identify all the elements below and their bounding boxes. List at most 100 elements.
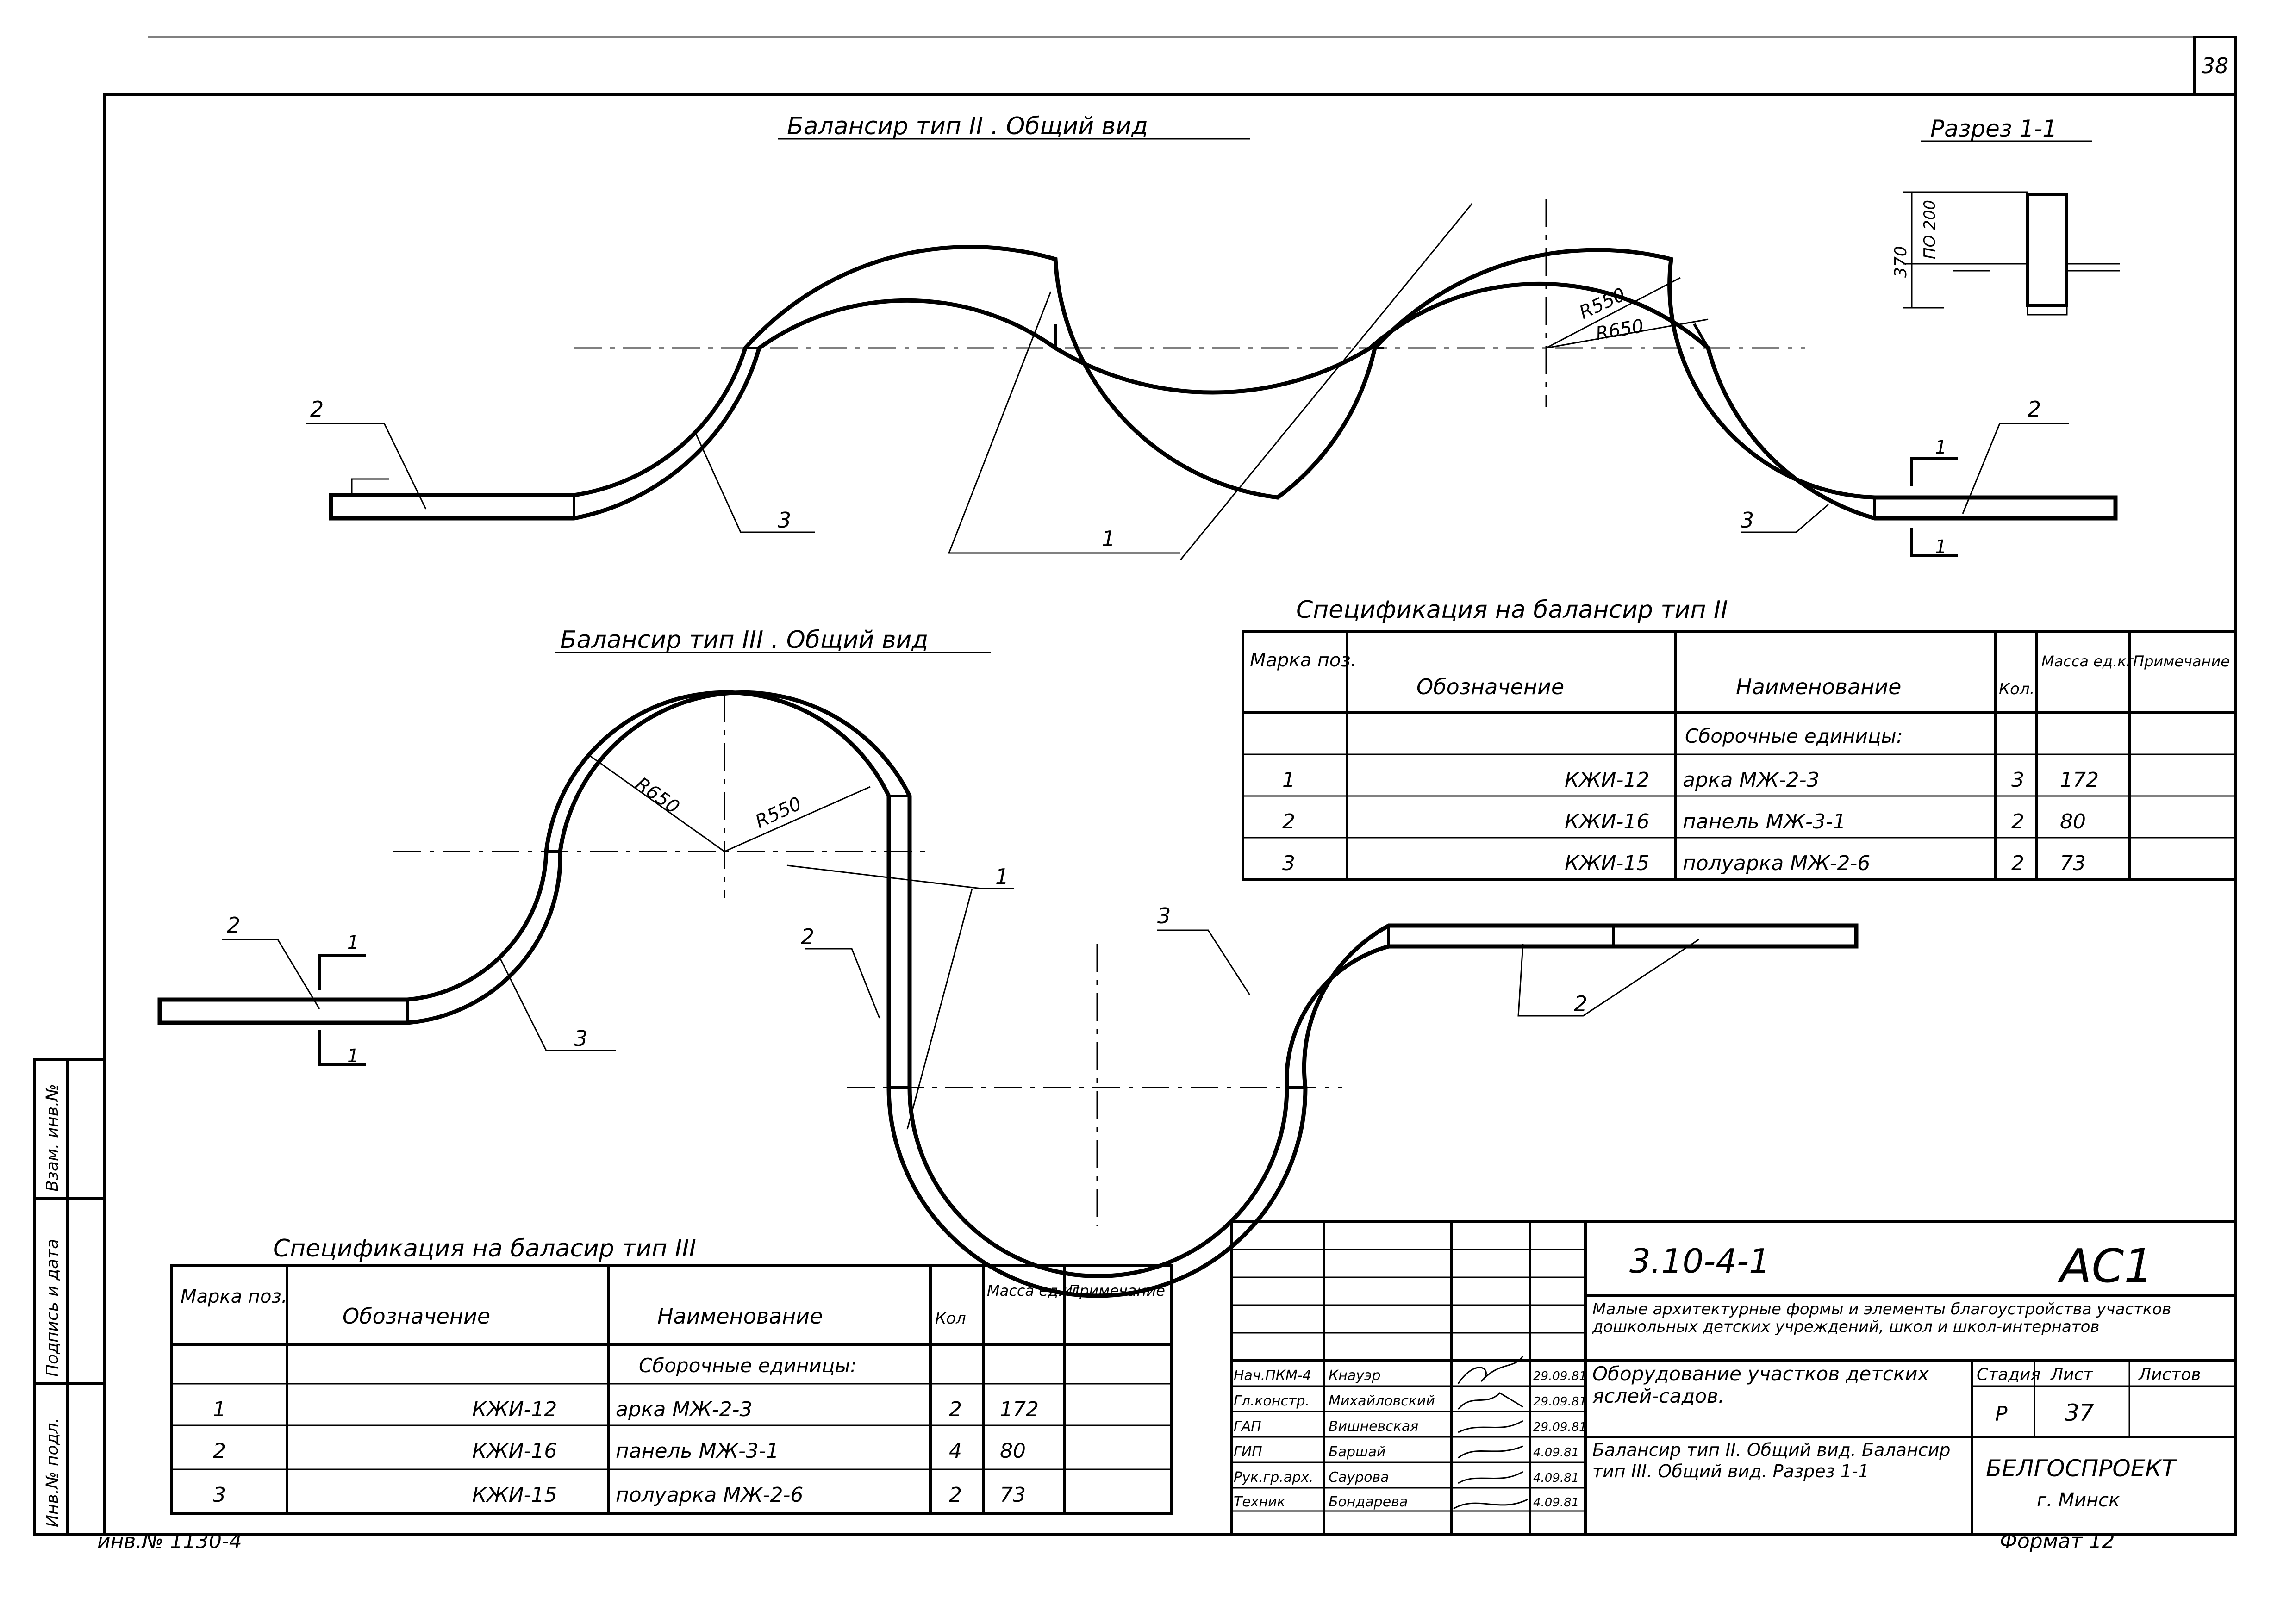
staff-2-name: Михайловский	[1329, 1393, 1435, 1409]
type3-pos3-left: 3	[574, 1026, 587, 1051]
staff-6-date: 4.09.81	[1533, 1496, 1579, 1510]
spec3-r1-code: КЖИ-12	[472, 1398, 557, 1421]
type2-pos2-left: 2	[310, 397, 324, 422]
stamp-inv-original: Инв.№ подл.	[43, 1418, 62, 1527]
type2-cut-bottom: 1	[1935, 536, 1947, 558]
type2-pos2-right: 2	[2028, 397, 2041, 422]
staff-3-role: ГАП	[1234, 1418, 1261, 1435]
spec3-r1-mass: 172	[1000, 1398, 1039, 1421]
spec3-h-designation: Обозначение	[343, 1304, 490, 1329]
section-title: Разрез 1-1	[1930, 115, 2057, 142]
balancer-type2-view: Балансир тип II . Общий вид R550 R650 2 …	[306, 112, 2118, 560]
spec2-r1-code: КЖИ-12	[1565, 768, 1649, 792]
stage-value: Р	[1995, 1402, 2008, 1426]
spec3-r2-mass: 80	[1000, 1439, 1026, 1463]
signature-scribbles	[1453, 1356, 1528, 1510]
balancer-type3-view: Балансир тип III . Общий вид R650 R550 2…	[157, 626, 1859, 1298]
spec2-r2-code: КЖИ-16	[1565, 810, 1649, 833]
spec3-r1-name: арка МЖ-2-3	[616, 1398, 753, 1421]
staff-2-date: 29.09.81	[1533, 1395, 1587, 1409]
stage-label: Стадия	[1977, 1365, 2040, 1384]
stamp-signature-date: Подпись и дата	[43, 1239, 62, 1377]
spec3-h-mark: Марка поз.	[181, 1286, 287, 1307]
spec2-h-name: Наименование	[1736, 674, 1901, 699]
sheet-label: Лист	[2050, 1365, 2093, 1384]
section-dim-200: ПО 200	[1921, 200, 1939, 259]
section-dim-370: 370	[1891, 246, 1910, 278]
staff-5-date: 4.09.81	[1533, 1471, 1579, 1485]
spec3-group: Сборочные единицы:	[639, 1354, 857, 1377]
sheet-mark: АС1	[2057, 1239, 2153, 1293]
spec2-r3-code: КЖИ-15	[1565, 852, 1649, 875]
spec2-h-mark: Марка поз.	[1250, 650, 1356, 671]
type3-pos1: 1	[995, 864, 1009, 889]
spec2-h-designation: Обозначение	[1416, 674, 1564, 699]
staff-4-date: 4.09.81	[1533, 1446, 1579, 1460]
type2-pos3-left: 3	[778, 508, 791, 533]
staff-3-name: Вишневская	[1329, 1418, 1418, 1435]
spec2-r1-qty: 3	[2011, 768, 2024, 792]
type3-pos2-left: 2	[227, 913, 240, 938]
spec2-h-qty: Кол.	[1999, 680, 2034, 698]
spec3-h-mass: Масса ед.кг	[987, 1282, 1080, 1300]
project-title: Малые архитектурные формы и элементы бла…	[1592, 1300, 2171, 1336]
org-city: г. Минск	[2037, 1490, 2120, 1511]
staff-2-role: Гл.констр.	[1234, 1393, 1310, 1409]
spec3-r2-qty: 4	[949, 1439, 962, 1463]
type3-r650: R650	[631, 773, 683, 818]
type2-pos1: 1	[1102, 526, 1115, 551]
spec3-r2-code: КЖИ-16	[472, 1439, 557, 1463]
spec2-group: Сборочные единицы:	[1685, 725, 1903, 747]
type3-r550: R550	[752, 793, 805, 833]
staff-1-role: Нач.ПКМ-4	[1234, 1368, 1311, 1384]
staff-3-date: 29.09.81	[1533, 1420, 1587, 1434]
spec2-r1-name: арка МЖ-2-3	[1683, 768, 1820, 792]
inventory-number: инв.№ 1130-4	[97, 1530, 242, 1553]
spec2-r2-mass: 80	[2060, 810, 2086, 833]
sheet-frame: 38 инв.№ 1130-4 Формат 12	[97, 36, 2237, 1553]
staff-4-name: Баршай	[1329, 1444, 1385, 1460]
side-stamp: Взам. инв.№ Подпись и дата Инв.№ подл.	[33, 1058, 106, 1536]
spec3-r3-mass: 73	[1000, 1483, 1026, 1507]
spec3-h-note: Примечание	[1068, 1282, 1165, 1300]
page-number: 38	[2202, 53, 2229, 78]
staff-6-name: Бондарева	[1329, 1494, 1408, 1510]
staff-6-role: Техник	[1234, 1494, 1285, 1510]
spec3-r3-mark: 3	[213, 1483, 226, 1507]
type3-cut-top: 1	[347, 932, 359, 953]
spec3-r2-mark: 2	[213, 1439, 226, 1463]
drawing-title: Балансир тип II. Общий вид. Балансир тип…	[1592, 1440, 1951, 1481]
type3-cut-bottom: 1	[347, 1045, 359, 1067]
spec3-h-name: Наименование	[657, 1304, 823, 1329]
spec-table-type3: Спецификация на баласир тип III Марка по…	[170, 1235, 1173, 1515]
staff-1-date: 29.09.81	[1533, 1369, 1587, 1383]
spec3-title: Спецификация на баласир тип III	[273, 1235, 696, 1262]
spec2-r1-mass: 172	[2060, 768, 2099, 792]
type2-cut-top: 1	[1935, 437, 1947, 458]
type3-title: Балансир тип III . Общий вид	[560, 626, 928, 654]
spec2-r3-mark: 3	[1282, 852, 1295, 875]
spec3-r3-code: КЖИ-15	[472, 1483, 557, 1507]
type3-pos3-right: 3	[1157, 903, 1171, 928]
spec2-r3-qty: 2	[2011, 852, 2024, 875]
staff-5-role: Рук.гр.арх.	[1234, 1469, 1314, 1486]
object-title: Оборудование участков детских яслей-садо…	[1592, 1363, 1929, 1407]
spec2-r2-mark: 2	[1282, 810, 1295, 833]
spec2-h-mass: Масса ед.кг	[2041, 653, 2134, 670]
spec2-r2-qty: 2	[2011, 810, 2024, 833]
type2-r650: R650	[1594, 315, 1646, 344]
staff-1-name: Кнауэр	[1329, 1368, 1381, 1384]
spec2-title: Спецификация на балансир тип II	[1296, 596, 1728, 624]
type2-pos3-right: 3	[1741, 508, 1754, 533]
spec-table-type2: Спецификация на балансир тип II Марка по…	[1242, 596, 2237, 881]
spec2-r2-name: панель МЖ-3-1	[1683, 810, 1846, 833]
spec3-r1-qty: 2	[949, 1398, 962, 1421]
sheets-label: Листов	[2138, 1365, 2201, 1384]
staff-5-name: Саурова	[1329, 1469, 1389, 1486]
spec3-r2-name: панель МЖ-3-1	[616, 1439, 779, 1463]
spec2-r1-mark: 1	[1282, 768, 1295, 792]
spec3-r3-name: полуарка МЖ-2-6	[616, 1483, 803, 1507]
spec3-h-qty: Кол	[935, 1309, 966, 1328]
title-block: 3.10-4-1 АС1 Малые архитектурные формы и…	[1230, 1220, 2237, 1536]
